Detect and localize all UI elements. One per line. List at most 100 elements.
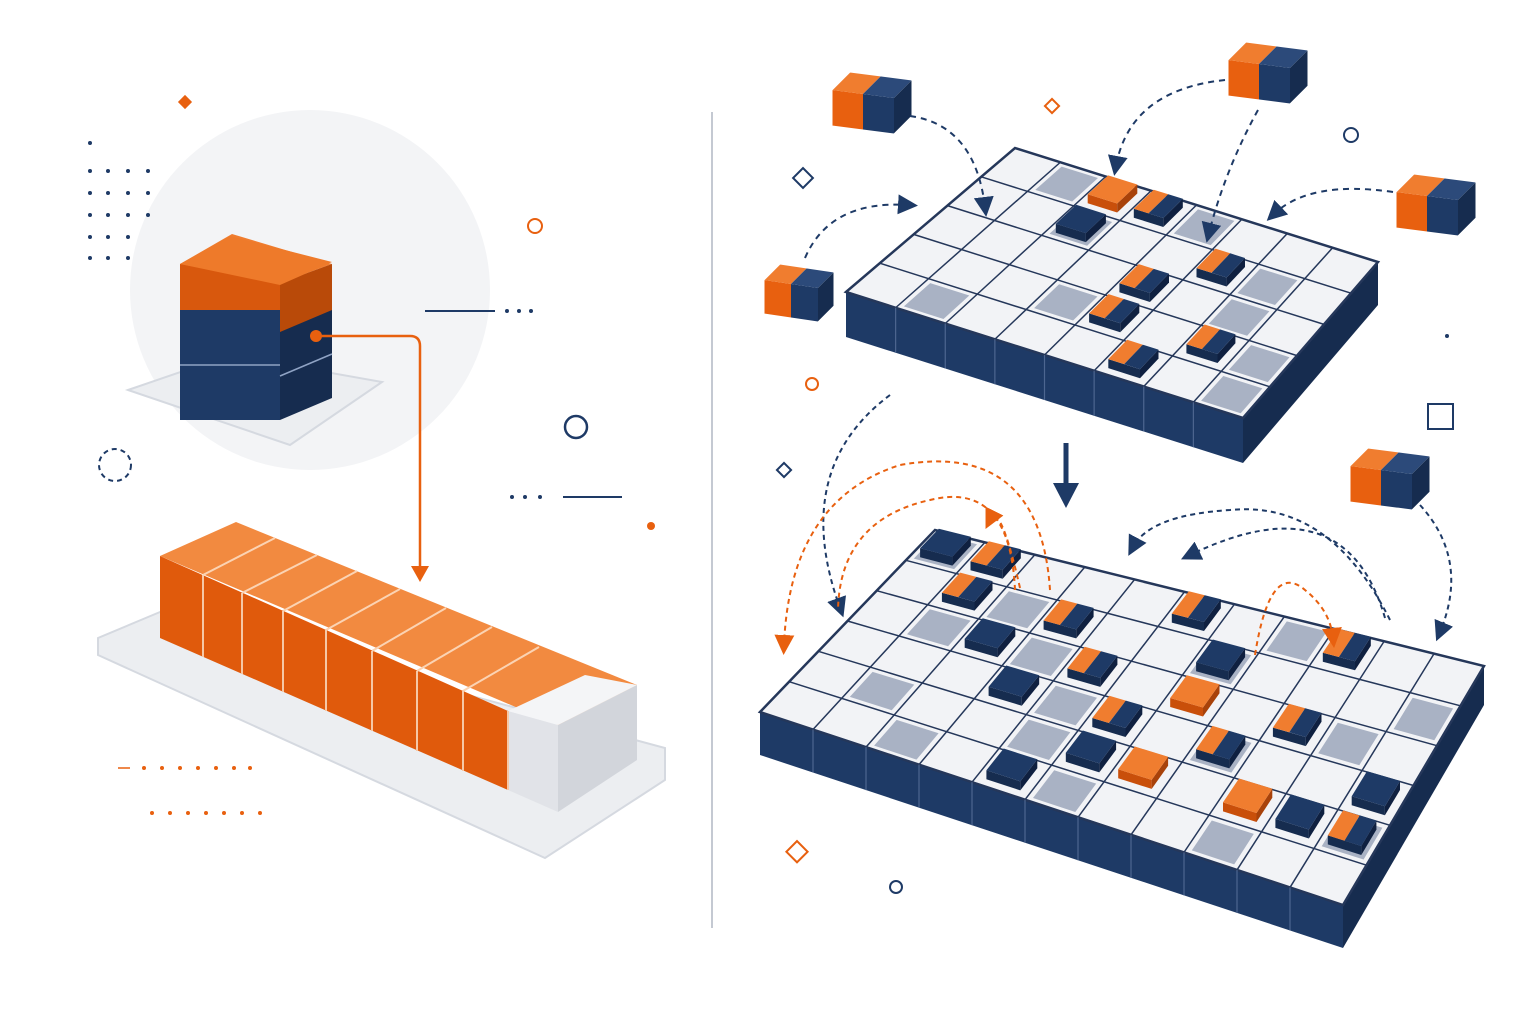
- floating-tile-front-navy: [863, 94, 894, 134]
- top-tile-top-orange: [1196, 248, 1231, 273]
- top-shaded-cell: [903, 283, 970, 319]
- top-tile-top-orange: [1186, 324, 1220, 350]
- floating-tile-front-orange: [832, 90, 863, 130]
- incoming-arrows-top: [804, 79, 1394, 259]
- orange-dot-icon: [647, 522, 655, 530]
- bottom-tile-top: [1275, 794, 1325, 830]
- bottom-tile-side: [1322, 652, 1355, 671]
- bottom-shaded-cell: [986, 591, 1050, 629]
- bottom-shaded-cell: [874, 719, 939, 760]
- bottom-tile-side: [970, 561, 1003, 579]
- down-arrow-icon: [1053, 443, 1079, 508]
- bottom-tile-side: [964, 638, 998, 658]
- top-shaded-cell: [1228, 345, 1290, 383]
- bottom-tile-top-navy: [1108, 700, 1143, 728]
- floating-tile-front-orange: [764, 280, 791, 318]
- top-grid-line: [1043, 204, 1198, 356]
- top-tile-side: [1196, 268, 1227, 287]
- bottom-tile-side: [1067, 668, 1101, 687]
- bottom-tile-side: [1065, 752, 1100, 773]
- top-shaded-cell: [1208, 299, 1270, 336]
- floating-tile: [763, 263, 835, 323]
- bottom-tile-top-navy: [1338, 632, 1371, 662]
- bottom-tile-side: [1092, 718, 1126, 737]
- bottom-tile-side: [1355, 636, 1371, 671]
- bottom-tile-side: [1100, 655, 1118, 687]
- bottom-tile-top-orange: [1196, 725, 1229, 755]
- bottom-tile-side: [1151, 756, 1169, 789]
- bottom-tile-side: [1020, 759, 1038, 791]
- bottom-shaded-cell: [907, 609, 971, 647]
- top-tile-side: [1149, 273, 1169, 302]
- rearrange-arrows-bottom: [774, 394, 1454, 656]
- bottom-tile-top-navy: [1083, 651, 1118, 678]
- bottom-grid-board: [757, 528, 1486, 948]
- top-tile-side: [1119, 283, 1150, 302]
- bottom-tile-side: [920, 548, 953, 566]
- bottom-tile-side: [1275, 818, 1309, 839]
- top-grid-line: [947, 204, 1325, 326]
- bottom-grid-line: [876, 589, 1438, 747]
- floating-tile-front-orange: [1228, 60, 1259, 100]
- top-tile-top-orange: [1119, 264, 1154, 289]
- top-grid-line: [994, 190, 1152, 340]
- floating-tile: [1349, 447, 1431, 511]
- top-shaded-cell: [1034, 284, 1098, 321]
- navy-diamond-outline-icon: [791, 166, 815, 190]
- top-tile-top-navy: [1211, 253, 1245, 278]
- bottom-tile-top-orange: [1171, 591, 1205, 618]
- bottom-tile-side: [1125, 705, 1143, 737]
- bottom-tile-top-navy: [958, 576, 993, 602]
- bottom-tile-side: [1308, 804, 1325, 839]
- floating-tile-front-navy: [1381, 470, 1412, 510]
- floating-tile-top-navy: [1381, 452, 1430, 474]
- bottom-tile-side: [997, 627, 1016, 658]
- navy-diamond-small-icon: [775, 461, 793, 479]
- bottom-shaded-cell: [1191, 820, 1254, 865]
- bottom-tile-top-navy: [1212, 730, 1246, 760]
- bottom-tile-top-navy: [986, 545, 1021, 570]
- floating-tile-top-orange: [1228, 42, 1277, 64]
- top-tile-side: [1226, 258, 1245, 287]
- bottom-tile-top: [920, 528, 971, 557]
- orange-diamond-icon: [177, 94, 193, 110]
- top-tile-side: [1140, 349, 1159, 379]
- floating-tile-front-navy: [1427, 196, 1458, 236]
- bottom-tile-top-orange: [1327, 810, 1360, 841]
- right-panel: [757, 41, 1486, 948]
- top-tile-side: [1085, 214, 1106, 243]
- bottom-tile-top-navy: [1289, 708, 1322, 738]
- floating-tile-front-orange: [1350, 466, 1381, 506]
- top-grid-line: [944, 175, 1107, 325]
- orange-diamond-outline-icon: [1043, 97, 1061, 115]
- top-grid-line: [980, 176, 1352, 294]
- top-grid-line: [1143, 232, 1288, 388]
- orange-ring-small-icon: [805, 377, 819, 391]
- bottom-tile-top: [986, 748, 1038, 782]
- bottom-tile-top: [1196, 639, 1246, 672]
- floating-tile-outline: [1227, 41, 1309, 105]
- floating-tile-top-orange: [764, 264, 807, 284]
- floating-tile-top-navy: [863, 76, 912, 98]
- orange-diamond-bottom-icon: [784, 839, 810, 864]
- bottom-tile-side: [1229, 735, 1246, 769]
- top-tile-top-navy: [1104, 299, 1140, 324]
- bottom-tile-side: [986, 770, 1021, 791]
- navy-ring-bottom-icon: [889, 880, 903, 894]
- bottom-grid-line: [905, 559, 1461, 707]
- bottom-tile-side: [952, 536, 971, 566]
- long-block: [160, 522, 637, 812]
- top-tile-top-navy: [1201, 329, 1236, 354]
- top-grid-line: [879, 262, 1271, 388]
- bottom-tile-top-orange: [1272, 703, 1306, 733]
- bottom-tile-side: [1043, 620, 1077, 639]
- bottom-tile-side: [1272, 727, 1306, 747]
- floating-tile-outline: [1395, 173, 1477, 237]
- bottom-grid-line: [788, 680, 1367, 866]
- bottom-tile-top: [1170, 675, 1220, 708]
- bottom-tile-top: [964, 618, 1016, 649]
- bottom-tile-side: [1361, 820, 1377, 855]
- top-shaded-cell: [1035, 166, 1098, 202]
- bottom-shaded-cell: [1266, 621, 1327, 662]
- floating-tile: [1227, 41, 1309, 105]
